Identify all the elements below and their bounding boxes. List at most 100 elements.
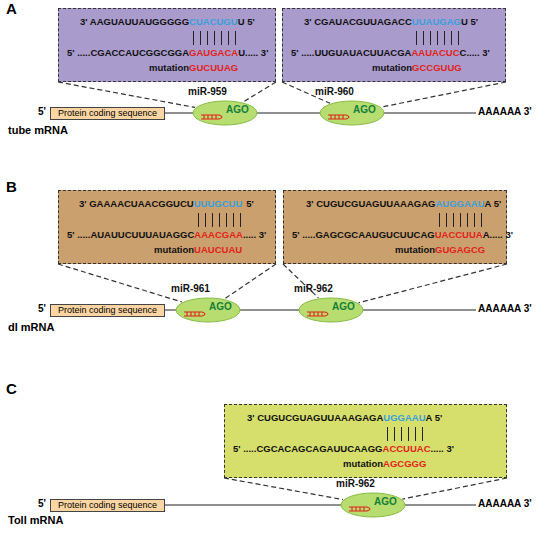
mirna-name: miR-960 (315, 86, 354, 97)
base-pair-bar (458, 31, 459, 45)
target-sequence: GAUGACA (189, 47, 238, 59)
ago-complex: miR-961AGO (175, 297, 241, 323)
coding-sequence-box: Protein coding sequence (50, 499, 165, 512)
dashed-connector (58, 82, 195, 107)
dashed-connector (225, 264, 276, 299)
sequence-box: 3' AAGUAUUAUGGGGGCUACUGUU 5' 5' .....CGAC… (58, 8, 276, 82)
mirna-duplex-symbol (328, 115, 349, 119)
coding-sequence-label: Protein coding sequence (58, 108, 157, 118)
base-pair-bar (200, 31, 201, 45)
mutation-label: mutation (395, 244, 435, 256)
seed-sequence: UUAUGAG (412, 16, 461, 28)
rna-sequence: 5' .....GAGCGCAAUGUCUUCAG (292, 229, 435, 241)
ago-label: AGO (332, 301, 355, 312)
coding-sequence-label: Protein coding sequence (58, 500, 157, 510)
sequence-row: mutationGUCUUAG (149, 62, 238, 74)
sequence-row: 3' CUGUCGUAGUUAAAGAGAUGGAAUA 5' (306, 198, 501, 210)
mutation-label: mutation (149, 62, 189, 74)
target-sequence: UACCUUA (435, 229, 483, 241)
sequence-box: 3' CUGUCGUAGUUAAAGAGAUGGAAUA 5' 5' .....C… (224, 404, 507, 478)
sequence-box: 3' CUGUCGUAGUUAAAGAGAUGGAAUA 5' 5' .....G… (283, 190, 507, 264)
base-pair-bar (444, 31, 445, 45)
mirna-duplex-symbol (184, 312, 205, 316)
panel-letter: C (6, 380, 17, 397)
base-pair-bar (446, 213, 447, 227)
rna-sequence: A..... 3' (483, 229, 513, 241)
rna-sequence: ..... 3' (243, 229, 266, 241)
rna-sequence: 5' .....CGCACAGCAGAUUCAAGG (233, 443, 383, 455)
base-pair-bar (416, 31, 417, 45)
ago-label: AGO (353, 104, 376, 115)
sequence-box: 3' GAAAACUAACGGUCUUUUGCUU5'5' .....AUAUU… (58, 190, 276, 264)
coding-sequence-box: Protein coding sequence (50, 304, 165, 317)
base-pair-bar (439, 213, 440, 227)
ago-ellipse (341, 493, 405, 517)
panel-letter: B (6, 178, 17, 195)
coding-sequence-box: Protein coding sequence (50, 107, 165, 120)
ago-complex: miR-960AGO (319, 100, 385, 126)
target-sequence: GUGAGCG (435, 244, 485, 256)
mirna-name: miR-962 (336, 478, 375, 489)
rna-sequence: U 5' (238, 16, 255, 28)
sequence-box: 3' CGAUACGUUAGACCUUAUGAGU 5'5' .....UUGU… (282, 8, 506, 82)
rna-sequence: 3' GAAAACUAACGGUCU (79, 198, 194, 210)
rna-sequence: U 5' (461, 16, 478, 28)
base-pair-bar (430, 31, 431, 45)
base-pair-bar (387, 427, 388, 441)
base-pair-bar (219, 213, 220, 227)
mrna-name: dl mRNA (8, 321, 54, 333)
base-pair-bar (415, 427, 416, 441)
mirna-duplex-symbol (201, 115, 222, 119)
base-pair-bar (198, 213, 199, 227)
rna-sequence: A 5' (485, 198, 502, 210)
sequence-row: mutationUAUCUAU (154, 244, 242, 256)
dashed-connector (243, 82, 276, 102)
sequence-row: 5' .....CGCACAGCAGAUUCAAGGACCUUAC..... 3… (233, 443, 454, 455)
target-sequence: AGCGGG (383, 458, 426, 470)
sequence-row: mutationAGCGGG (343, 458, 426, 470)
target-sequence: AAUACUC (412, 47, 460, 59)
base-pair-bar (235, 31, 236, 45)
base-pair-bar (401, 427, 402, 441)
ago-ellipse (193, 101, 257, 125)
base-pair-bar (207, 31, 208, 45)
sequence-row: 3' CGAUACGUUAGACCUUAUGAGU 5' (304, 16, 478, 28)
poly-a-tail: AAAAAA 3' (478, 498, 532, 509)
poly-a-tail: AAAAAA 3' (478, 303, 532, 314)
base-pair-bar (240, 213, 241, 227)
base-pair-bar (193, 31, 194, 45)
sequence-row: 5' .....CGACCAUCGGCGGAGAUGACAU..... 3' (67, 47, 268, 59)
base-pair-bar (408, 427, 409, 441)
ago-label: AGO (374, 496, 397, 507)
dashed-connector (58, 264, 182, 302)
ago-ellipse (320, 101, 384, 125)
base-pair-bar (423, 31, 424, 45)
mirna-duplex-symbol (307, 312, 328, 316)
mirna-name: miR-961 (171, 283, 210, 294)
sequence-row: 5' .....AUAUUCUUUAUAGGCAAACGAA..... 3' (67, 229, 266, 241)
ago-label: AGO (226, 104, 249, 115)
mutation-label: mutation (343, 458, 383, 470)
seed-sequence: UGGAAU (383, 412, 425, 424)
sequence-row: 3' AAGUAUUAUGGGGGCUACUGUU 5' (80, 16, 255, 28)
base-pair-bar (467, 213, 468, 227)
mutation-label: mutation (372, 62, 412, 74)
base-pair-bar (460, 213, 461, 227)
mirna-duplex-symbol (349, 507, 370, 511)
ago-ellipse (299, 298, 363, 322)
target-sequence: GCCGUUG (412, 62, 462, 74)
sequence-row: 3' CUGUCGUAGUUAAAGAGAUGGAAUA 5' (247, 412, 442, 424)
mrna-strand (165, 504, 476, 505)
five-prime-end: 5' (38, 303, 46, 314)
dashed-connector (381, 82, 506, 107)
rna-sequence: A 5' (426, 412, 443, 424)
sequence-row: mutationGCCGUUG (372, 62, 462, 74)
rna-sequence: 5' (246, 198, 254, 210)
rna-sequence: U..... 3' (238, 47, 268, 59)
base-pair-bar (394, 427, 395, 441)
base-pair-bar (205, 213, 206, 227)
base-pair-bar (453, 213, 454, 227)
ago-complex: miR-962AGO (340, 492, 406, 518)
mirna-name: miR-962 (294, 283, 333, 294)
